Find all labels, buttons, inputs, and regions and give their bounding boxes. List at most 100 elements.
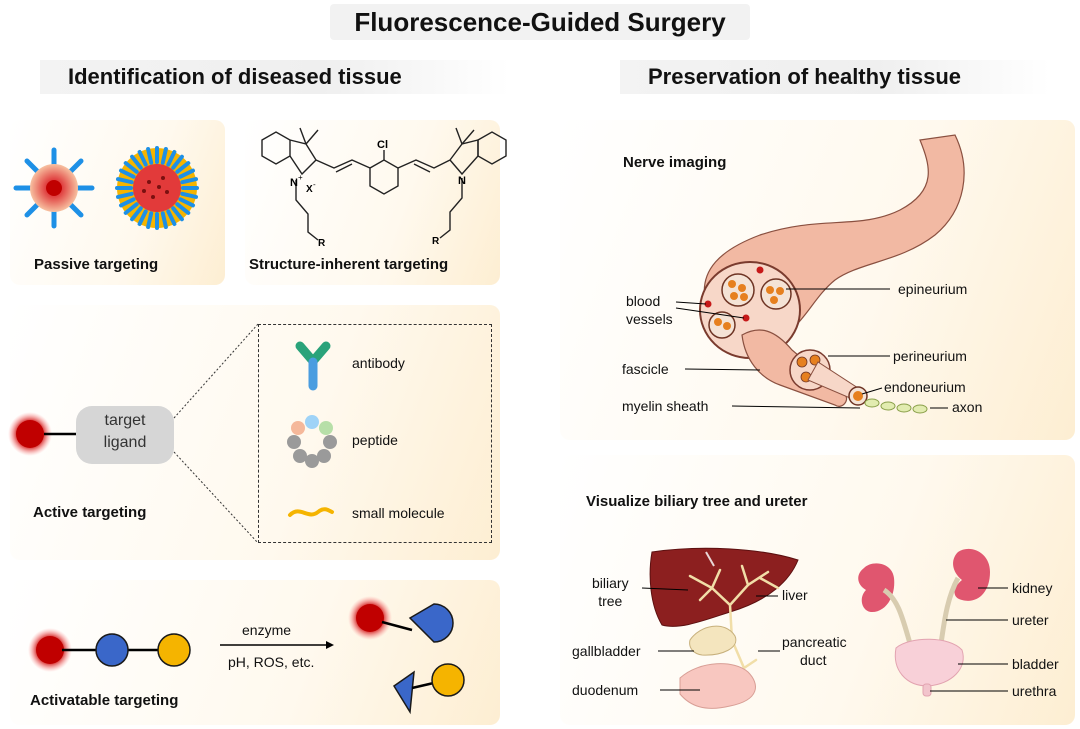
micelle-ray	[146, 211, 154, 229]
nerve-label-axon: axon	[952, 399, 983, 415]
micelle-ray	[119, 168, 136, 179]
atom-r-right: R	[432, 236, 440, 247]
micelle-ray	[180, 191, 198, 199]
biliary-tree-line2: tree	[598, 593, 623, 609]
micelle-ray	[160, 211, 168, 229]
probe-fluorophore	[36, 636, 64, 664]
nerve-label-endoneurium: endoneurium	[884, 379, 966, 395]
gallbladder-shape	[689, 625, 737, 656]
micelle-large	[115, 146, 199, 230]
option-small-molecule: small molecule	[352, 505, 445, 521]
micelle-ray	[178, 197, 195, 208]
atom-x: X	[306, 184, 313, 195]
urinary-label-bladder: bladder	[1012, 656, 1059, 672]
biliary-title: Visualize biliary tree and ureter	[586, 493, 808, 510]
blood-vessels-line1: blood	[626, 293, 661, 309]
micelle-ray	[166, 209, 177, 226]
micelle-ray	[116, 177, 134, 185]
urethra-shape	[922, 683, 932, 697]
micelle-ray	[130, 154, 143, 170]
biliary-label-duodenum: duodenum	[572, 682, 639, 698]
micelle-ray	[160, 147, 168, 165]
micelle-ray	[146, 147, 154, 165]
atom-x-minus: -	[313, 180, 316, 189]
ureter-right	[937, 576, 961, 651]
structure-label: Structure-inherent targeting	[249, 256, 449, 273]
urinary-label-urethra: urethra	[1012, 683, 1057, 699]
micelle-ray	[137, 150, 148, 167]
blood-vessels-line2: vessels	[626, 311, 673, 327]
target-ligand-text: target ligand	[76, 410, 174, 454]
probe-substrate	[157, 633, 191, 667]
product-quencher-half	[408, 603, 454, 643]
atom-r-left: R	[318, 238, 326, 249]
probe-quencher	[95, 633, 129, 667]
passive-label: Passive targeting	[34, 256, 159, 273]
antibody-icon	[295, 341, 331, 391]
option-antibody: antibody	[352, 355, 405, 371]
atom-n-right: N	[458, 175, 466, 187]
micelle-ray	[171, 154, 184, 170]
micelle-ray	[123, 161, 139, 174]
nerve-title: Nerve imaging	[623, 154, 727, 171]
micelle-ray	[166, 150, 177, 167]
product-fluorophore	[356, 604, 384, 632]
micelle-ray	[116, 191, 134, 199]
urinary-label-ureter: ureter	[1012, 612, 1049, 628]
nerve-label-fascicle: fascicle	[622, 361, 669, 377]
pancreatic-line1: pancreatic	[782, 634, 847, 650]
target-ligand-box	[76, 406, 174, 464]
nerve-label-perineurium: perineurium	[893, 348, 967, 364]
biliary-label-tree: biliary tree	[592, 574, 629, 610]
urinary-label-kidney: kidney	[1012, 580, 1053, 596]
option-peptide: peptide	[352, 432, 398, 448]
micelle-ray	[171, 206, 184, 222]
liver-shape	[649, 547, 799, 627]
duodenum-shape	[679, 663, 756, 709]
biliary-panel	[560, 455, 1075, 725]
activatable-panel	[10, 580, 500, 725]
pancreatic-line2: duct	[800, 652, 827, 668]
atom-cl: Cl	[377, 139, 388, 151]
micelle-ray	[130, 206, 143, 222]
biliary-label-liver: liver	[782, 587, 808, 603]
biliary-tree-shape	[688, 564, 780, 670]
nerve-label-blood-vessels: blood vessels	[626, 292, 673, 328]
micelle-small	[13, 147, 95, 229]
figure-title: Fluorescence-Guided Surgery	[330, 4, 750, 40]
atom-n-left: N	[290, 177, 298, 189]
biliary-label-pancreatic: pancreatic duct	[782, 633, 847, 669]
micelle-ray	[178, 168, 195, 179]
target-ligand-line1: target	[104, 412, 146, 429]
right-section-heading: Preservation of healthy tissue	[620, 60, 1050, 94]
ligand-options-box	[258, 324, 492, 543]
biliary-label-gallbladder: gallbladder	[572, 643, 641, 659]
arrow-label-ph: pH, ROS, etc.	[228, 654, 315, 670]
peptide-icon	[287, 415, 337, 468]
arrow-label-enzyme: enzyme	[242, 622, 292, 638]
micelle-ray	[175, 161, 191, 174]
micelle-ray	[123, 202, 139, 215]
kidney-right	[953, 548, 990, 601]
micelle-ray	[175, 202, 191, 215]
left-section-heading: Identification of diseased tissue	[40, 60, 510, 94]
product-half-blue	[392, 670, 415, 715]
activatable-label: Activatable targeting	[30, 692, 179, 709]
active-label: Active targeting	[33, 504, 147, 521]
small-molecule-icon	[288, 507, 334, 517]
kidney-left	[858, 563, 895, 612]
bladder-shape	[894, 638, 964, 687]
nerve-label-myelin: myelin sheath	[622, 398, 709, 414]
micelle-ray	[137, 209, 148, 226]
micelle-ray	[180, 177, 198, 185]
atom-n-plus: +	[298, 173, 303, 182]
biliary-tree-line1: biliary	[592, 575, 629, 591]
target-ligand-line2: ligand	[103, 434, 147, 451]
product-yellow	[431, 663, 465, 697]
